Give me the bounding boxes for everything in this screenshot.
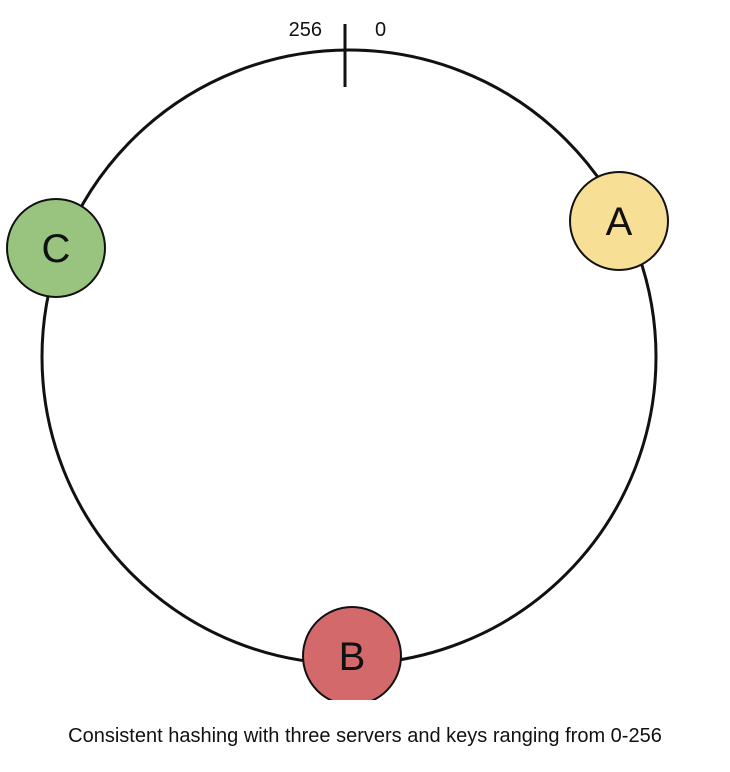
- server-c-label: C: [42, 227, 71, 271]
- server-a-label: A: [606, 200, 633, 244]
- range-end-label: 256: [289, 19, 322, 41]
- server-b-label: B: [339, 635, 366, 679]
- server-a-circle: [569, 171, 669, 271]
- hash-ring-diagram: 256 0 A B C: [6, 19, 669, 700]
- server-node-b: B: [302, 606, 402, 700]
- server-node-c: C: [6, 198, 106, 298]
- server-b-circle: [302, 606, 402, 700]
- server-node-a: A: [569, 171, 669, 271]
- diagram-caption: Consistent hashing with three servers an…: [68, 725, 662, 747]
- hash-ring: [40, 48, 658, 666]
- range-start-label: 0: [375, 19, 386, 41]
- server-c-circle: [6, 198, 106, 298]
